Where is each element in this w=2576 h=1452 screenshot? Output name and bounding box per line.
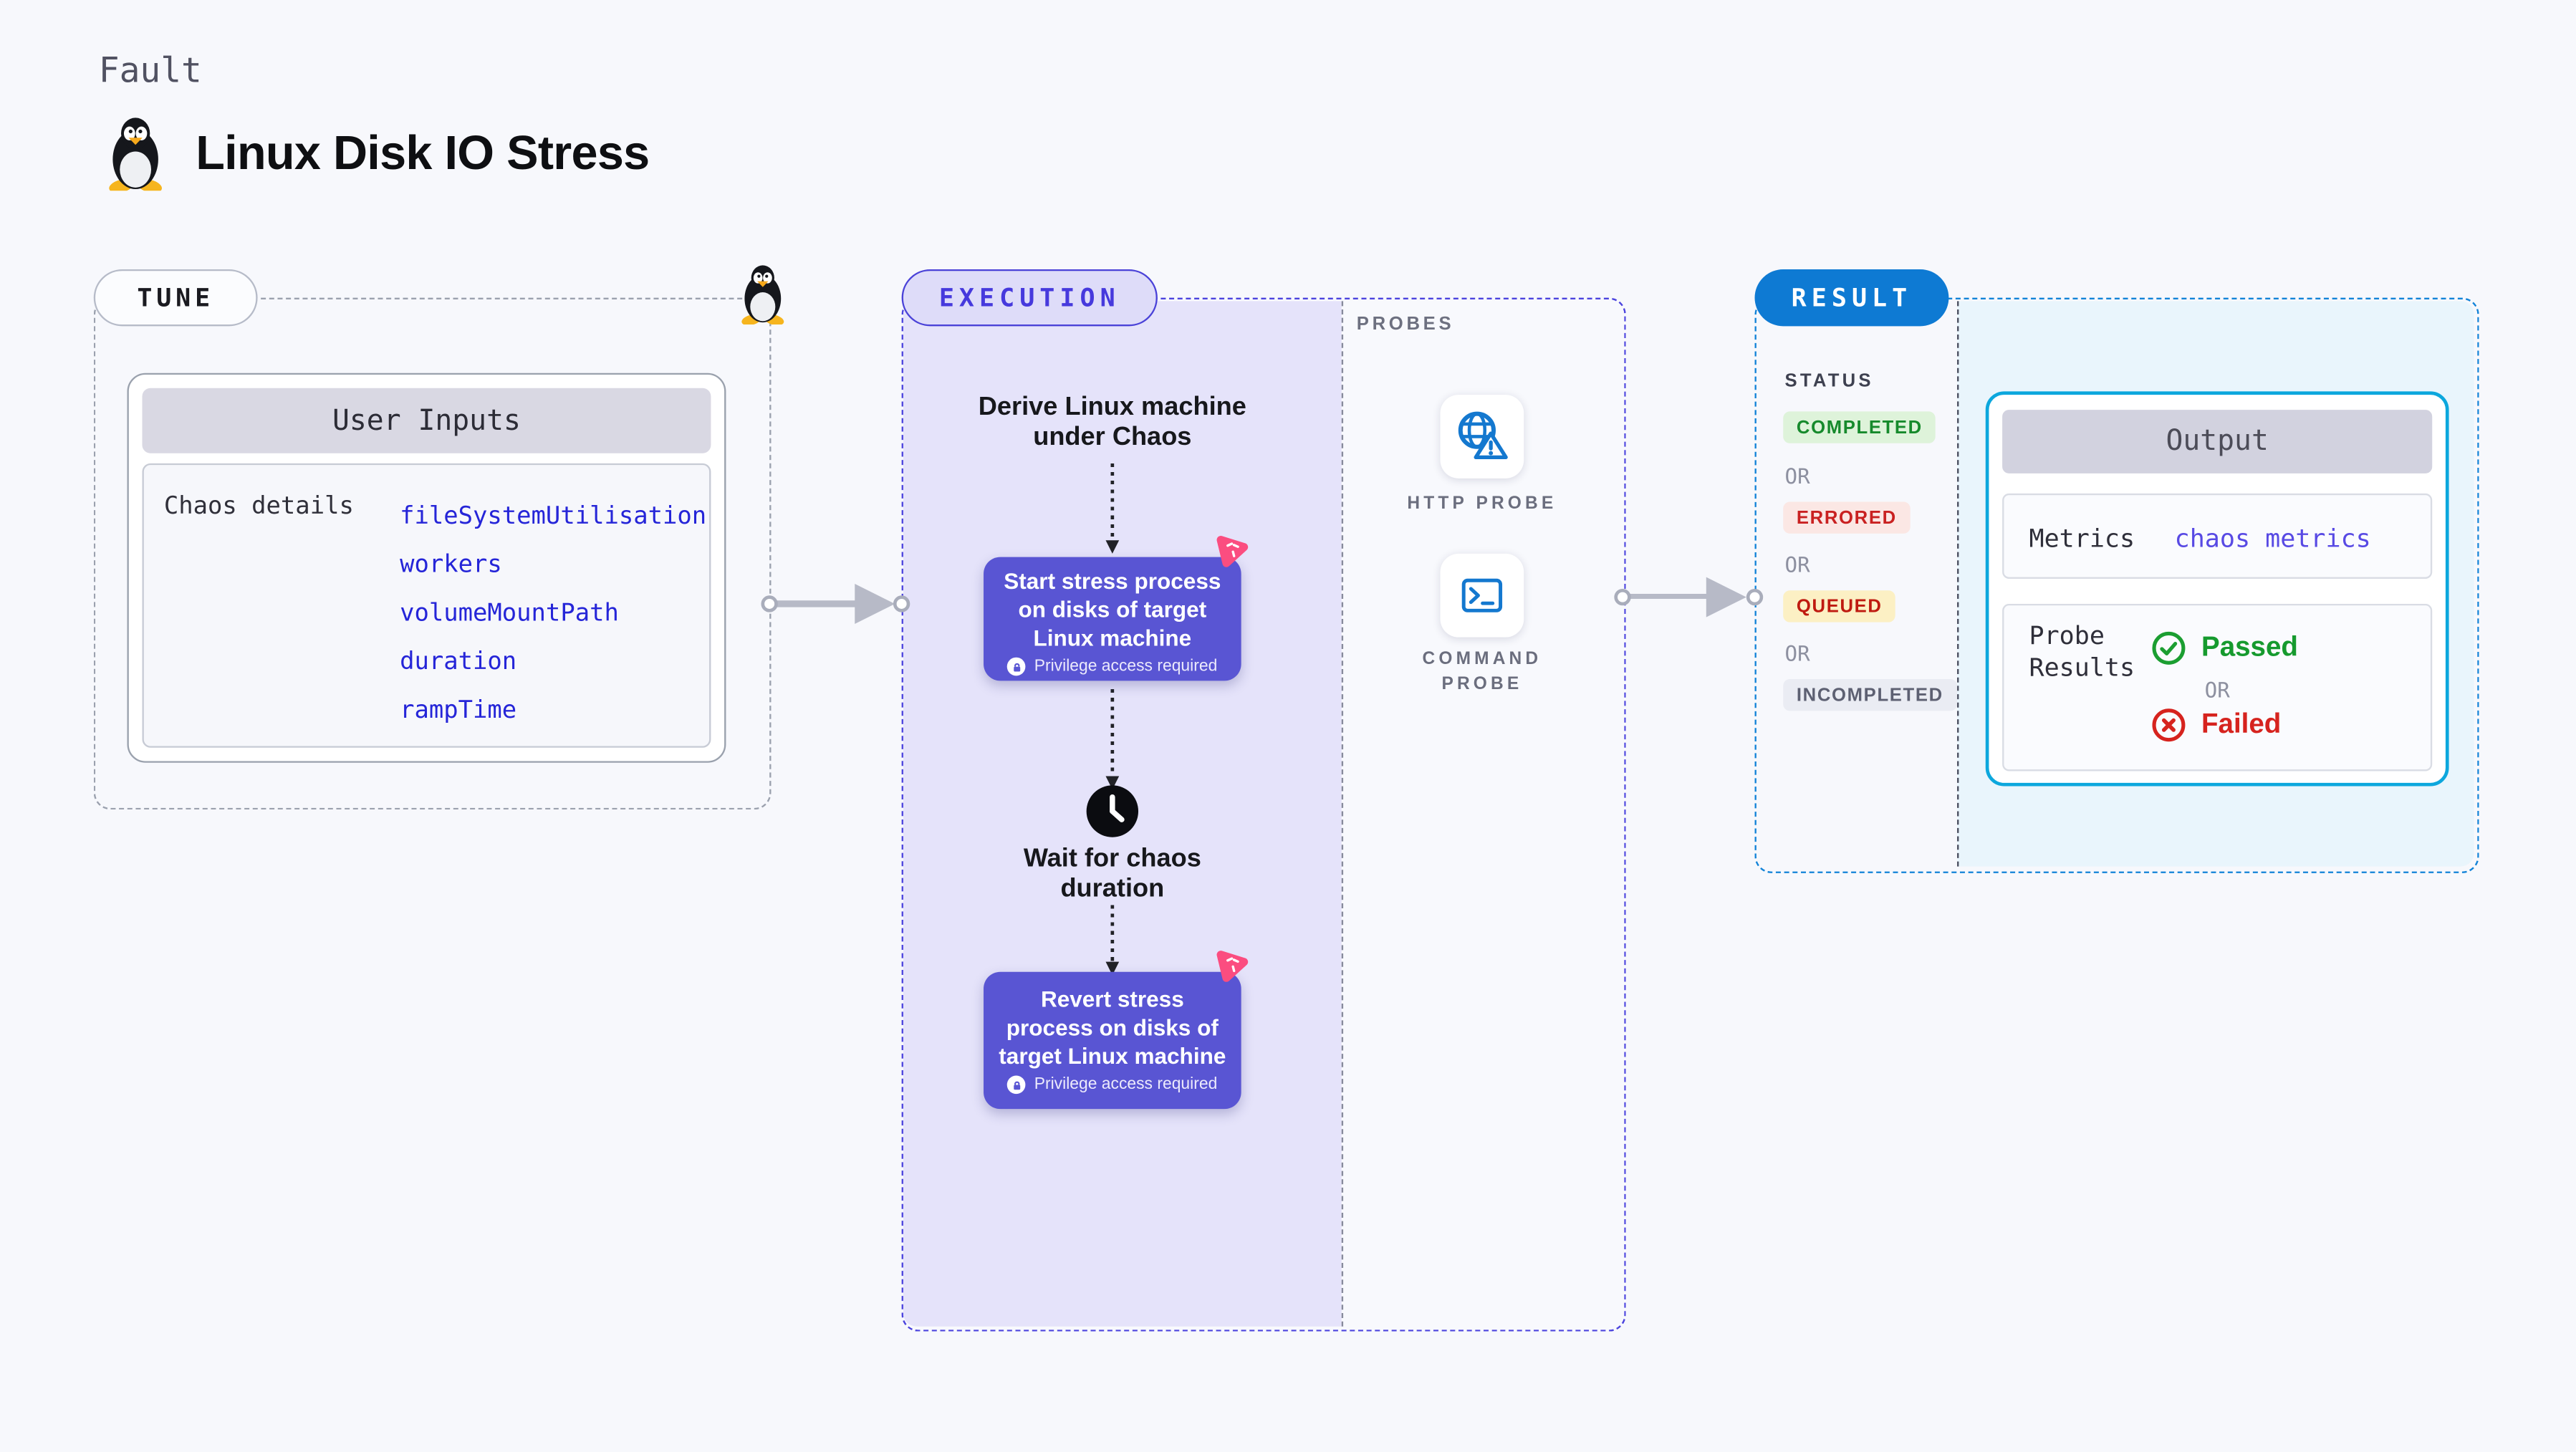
http-probe-label: HTTP PROBE <box>1407 493 1557 514</box>
probes-label: PROBES <box>1356 314 1455 335</box>
user-inputs-header: User Inputs <box>142 388 711 453</box>
input-value: rampTime <box>400 697 517 725</box>
status-badge-errored: ERRORED <box>1783 501 1911 534</box>
fault-kind-label: Fault <box>98 50 202 91</box>
lock-icon <box>1007 1075 1027 1095</box>
tune-to-execution-connector <box>772 600 860 607</box>
probe-results-label: Probe Results <box>2029 620 2135 682</box>
flow-arrowhead <box>1105 540 1119 554</box>
http-probe-card <box>1440 395 1524 479</box>
page-title: Linux Disk IO Stress <box>196 127 650 181</box>
status-label: STATUS <box>1784 371 1874 392</box>
command-probe-card <box>1440 553 1524 638</box>
input-value: duration <box>400 649 517 676</box>
lock-icon <box>1007 657 1027 676</box>
globe-warning-icon <box>1458 411 1508 459</box>
input-value: volumeMountPath <box>400 600 619 628</box>
x-circle-icon <box>2152 708 2186 742</box>
or-separator: OR <box>2204 677 2230 703</box>
connector-port-circle <box>1614 587 1631 605</box>
metrics-label: Metrics <box>2029 523 2135 554</box>
terminal-icon <box>1461 578 1503 612</box>
flow-arrow <box>1110 905 1115 962</box>
privilege-row: Privilege access required <box>984 657 1241 676</box>
start-stress-node: Start stress process on disks of target … <box>984 557 1241 681</box>
tux-penguin-small-icon <box>741 265 784 325</box>
probe-results-row <box>2002 603 2433 771</box>
chaos-fault-icon <box>1216 951 1249 982</box>
connector-port-circle <box>893 595 910 612</box>
execution-pill: EXECUTION <box>901 269 1158 327</box>
clock-icon <box>1086 785 1139 837</box>
connector-port-circle <box>760 595 777 612</box>
status-badge-completed: COMPLETED <box>1783 411 1936 443</box>
privilege-row: Privilege access required <box>984 1075 1241 1095</box>
revert-stress-node: Revert stress process on disks of target… <box>984 971 1241 1110</box>
user-inputs-body <box>142 463 711 748</box>
chaos-details-label: Chaos details <box>163 493 354 521</box>
execution-probes-divider <box>1341 301 1344 1327</box>
passed-result: Passed <box>2151 630 2298 665</box>
result-section-border <box>1754 297 2479 873</box>
input-value: fileSystemUtilisation <box>400 503 707 531</box>
metrics-value: chaos metrics <box>2174 523 2371 554</box>
status-badge-queued: QUEUED <box>1783 590 1896 622</box>
flow-arrowhead <box>1105 961 1119 976</box>
command-probe-label: COMMAND PROBE <box>1422 649 1542 695</box>
or-separator: OR <box>1784 640 1810 666</box>
tune-to-execution-arrowhead <box>855 583 895 624</box>
tune-pill: TUNE <box>93 269 258 327</box>
flow-arrow <box>1110 689 1115 777</box>
status-output-divider <box>1957 301 1959 867</box>
flow-arrow <box>1110 463 1115 541</box>
output-header: Output <box>2002 410 2433 473</box>
derive-step-label: Derive Linux machine under Chaos <box>978 393 1246 451</box>
chaos-details-values: fileSystemUtilisation workers volumeMoun… <box>400 494 706 736</box>
input-value: workers <box>400 552 502 579</box>
or-separator: OR <box>1784 552 1810 577</box>
wait-step-label: Wait for chaos duration <box>1023 845 1201 903</box>
connector-port-circle <box>1746 587 1764 605</box>
tux-penguin-icon <box>109 117 162 191</box>
result-pill: RESULT <box>1754 269 1949 327</box>
execution-to-result-connector <box>1628 593 1711 600</box>
tune-section-border <box>93 297 772 810</box>
status-badge-incompleted: INCOMPLETED <box>1783 679 1957 711</box>
check-circle-icon <box>2152 631 2186 665</box>
metrics-row <box>2002 493 2433 579</box>
or-separator: OR <box>1784 463 1810 489</box>
execution-to-result-arrowhead <box>1706 576 1746 617</box>
failed-result: Failed <box>2151 708 2281 743</box>
chaos-fault-icon <box>1216 536 1249 567</box>
